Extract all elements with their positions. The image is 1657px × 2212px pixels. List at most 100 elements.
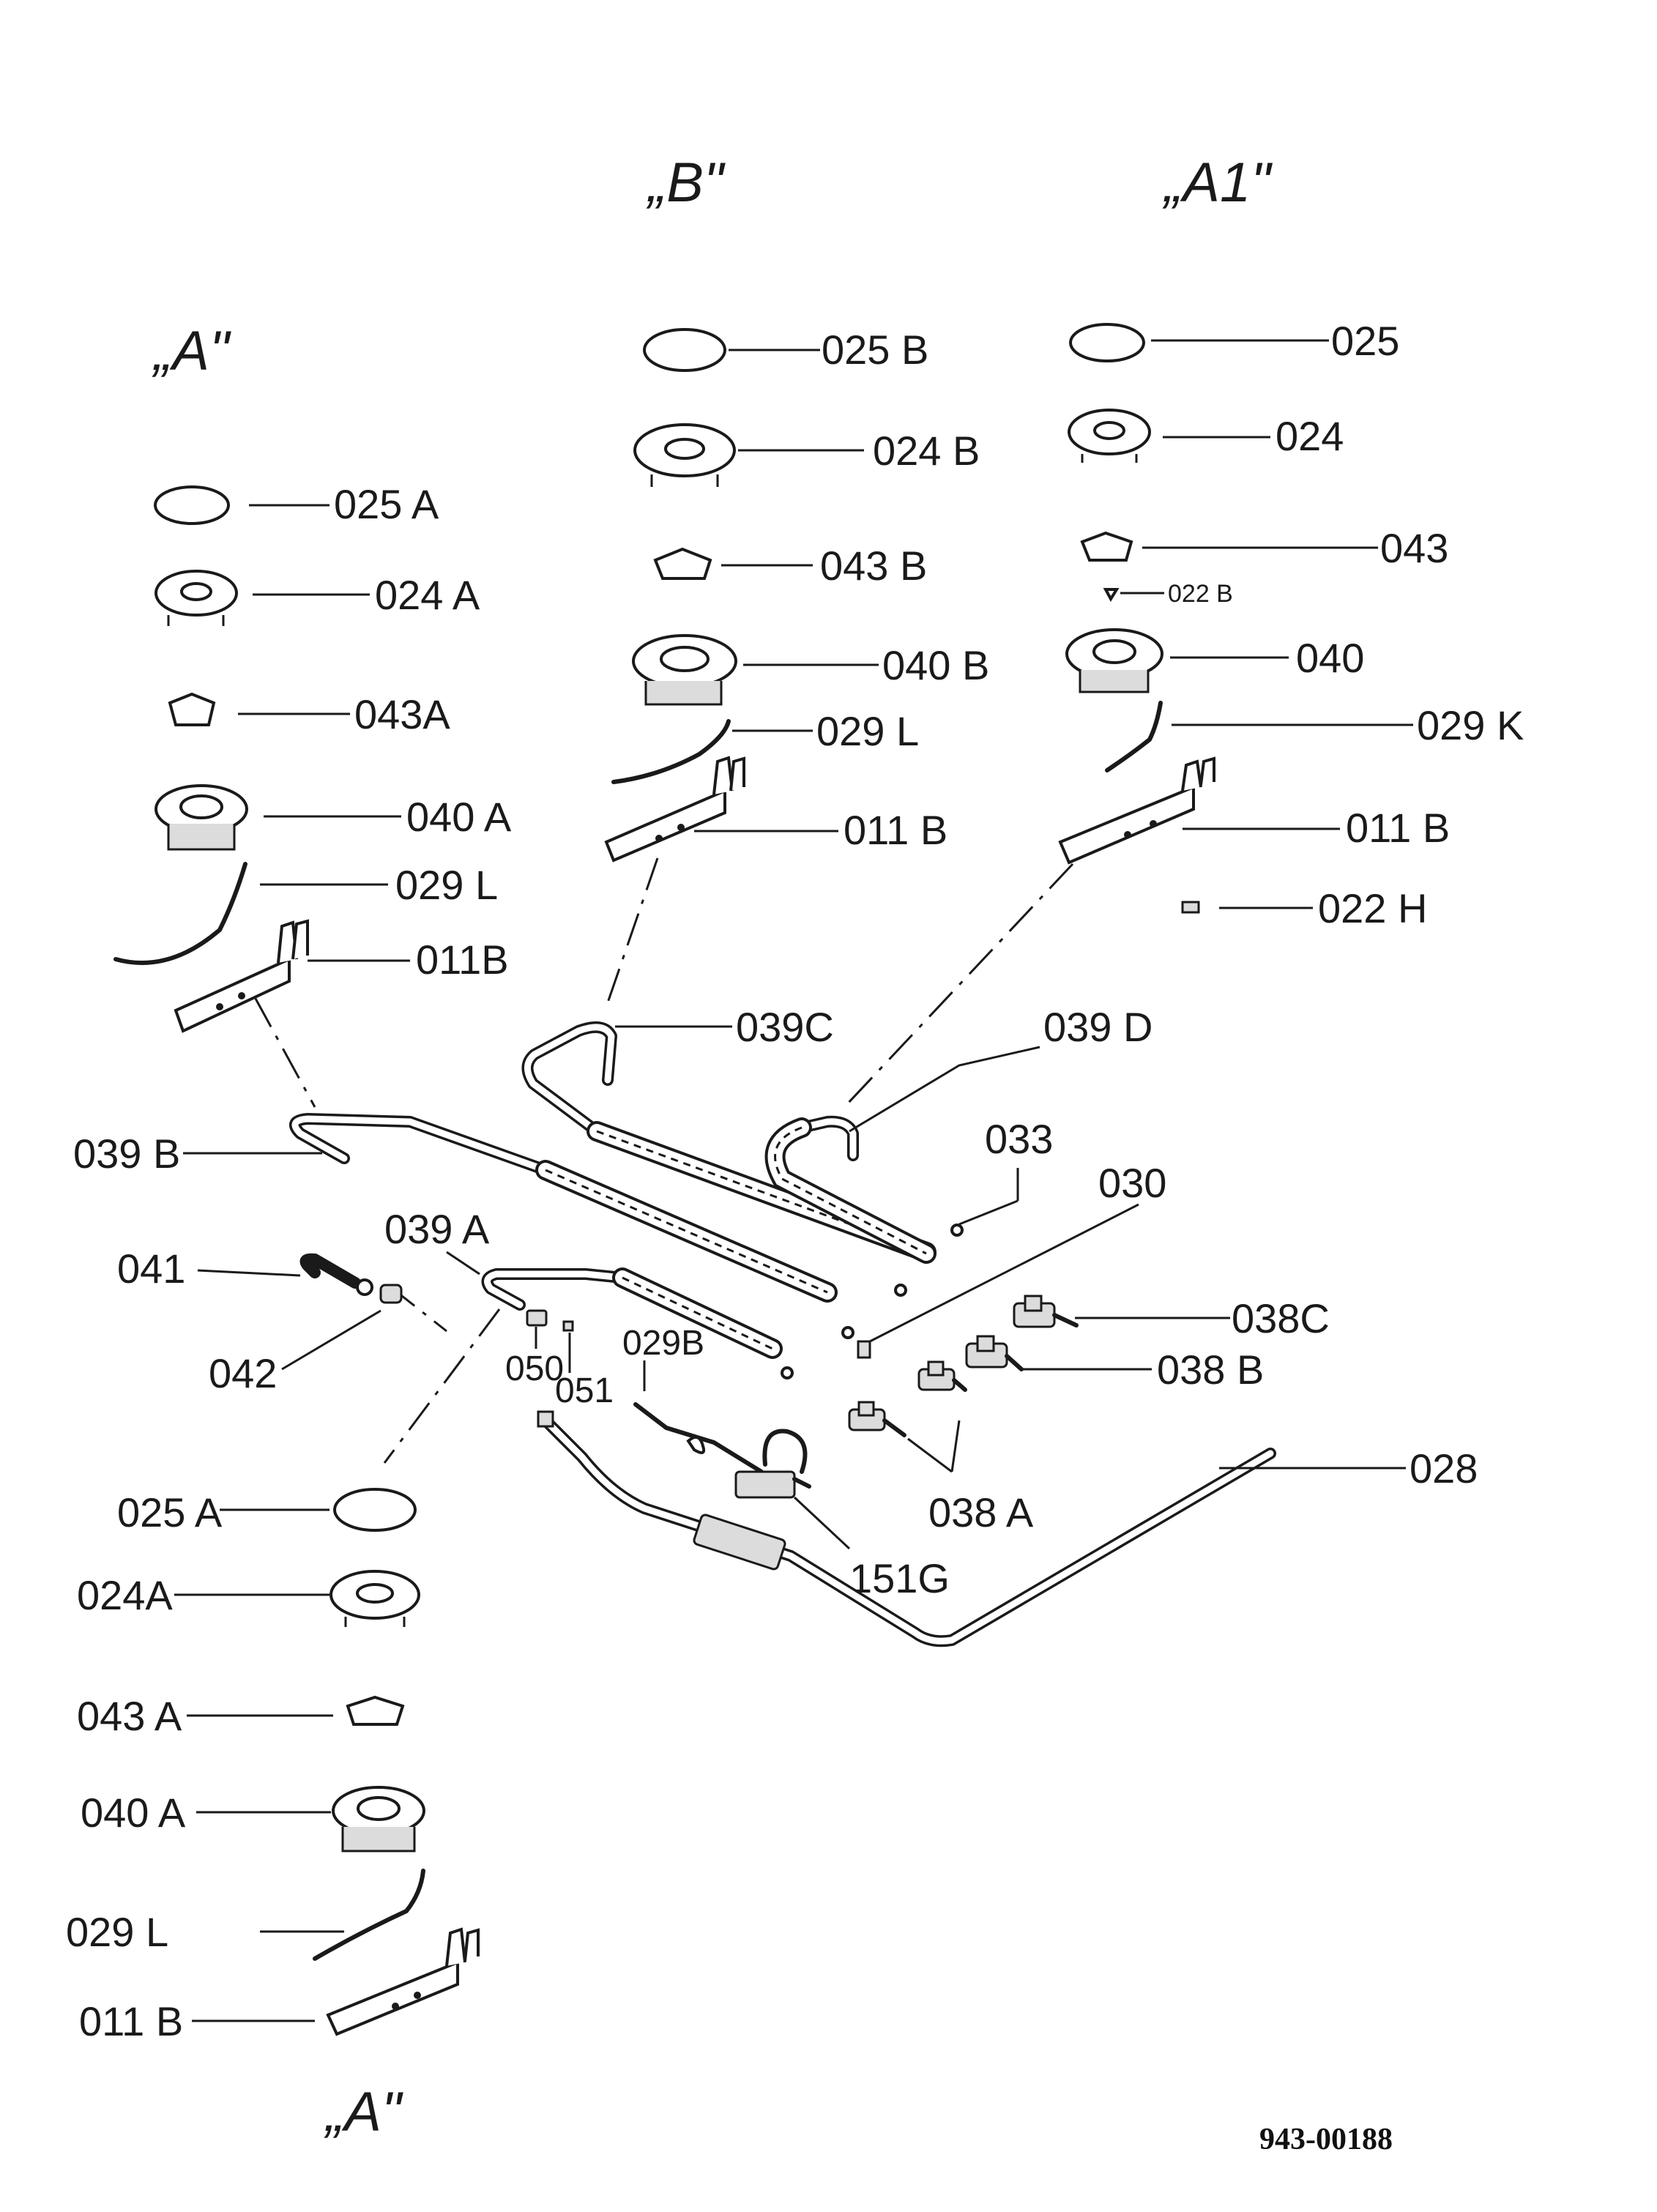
- sealing-ring-icon: [781, 1224, 964, 1379]
- label-038c: 038C: [1232, 1295, 1330, 1341]
- clip-icon: [857, 1340, 871, 1359]
- label-043: 043: [1380, 525, 1448, 571]
- nozzle-small-icon: [562, 1320, 574, 1332]
- assembly-line: [844, 863, 1074, 1107]
- screw-icon: [1181, 901, 1200, 914]
- label-025: 025: [1331, 318, 1399, 364]
- group-a-top: 025 A 024 A 043A 040 A 029 L 011B: [113, 481, 512, 1033]
- burner-cap-icon: [1069, 323, 1145, 362]
- burner-cap-icon: [643, 328, 726, 372]
- gas-manifold-028: [537, 1410, 1276, 1647]
- label-042: 042: [209, 1350, 277, 1396]
- assembly-line: [383, 1308, 501, 1464]
- assembly-line: [605, 857, 659, 1008]
- thermocouple-icon: [313, 1869, 425, 1961]
- burner-bracket-icon: [604, 756, 745, 863]
- gas-tap-038c: [1013, 1295, 1079, 1328]
- label-024a-bottom: 024A: [77, 1572, 173, 1618]
- label-029l-top: 029 L: [395, 862, 498, 908]
- label-040b: 040 B: [882, 642, 989, 688]
- label-025a-top: 025 A: [334, 481, 439, 527]
- label-041: 041: [117, 1245, 185, 1292]
- fitting-icon: [379, 1284, 403, 1304]
- flame-spreader-icon: [1080, 531, 1133, 562]
- label-029b: 029B: [622, 1324, 704, 1363]
- label-040: 040: [1296, 635, 1364, 681]
- label-024: 024: [1276, 413, 1344, 459]
- flame-spreader-icon: [653, 547, 712, 580]
- thermocouple-icon: [611, 719, 731, 784]
- label-151g: 151G: [849, 1555, 950, 1601]
- document-number: 943-00188: [1259, 2123, 1393, 2156]
- label-029k: 029 K: [1417, 702, 1524, 748]
- burner-bracket-icon: [1058, 756, 1215, 865]
- pipe-elbow-icon: [299, 1253, 361, 1289]
- gas-tube-039a: [481, 1267, 783, 1359]
- label-011b-top: 011B: [416, 936, 509, 983]
- label-040a-bottom: 040 A: [81, 1790, 186, 1836]
- label-022b: 022 B: [1168, 580, 1233, 608]
- group-b: 025 B 024 B 043 B 040 B 029 L 011 B: [604, 327, 989, 863]
- ignition-switch-icon: [734, 1470, 811, 1499]
- label-029l-bottom: 029 L: [66, 1909, 168, 1955]
- label-039a: 039 A: [384, 1206, 490, 1252]
- label-025b: 025 B: [822, 327, 928, 373]
- label-028: 028: [1410, 1445, 1478, 1492]
- thermocouple-icon: [113, 862, 247, 965]
- group-a1: 025 024 043 022 B 040 029 K: [1058, 318, 1524, 931]
- label-039b: 039 B: [73, 1131, 180, 1177]
- label-039d: 039 D: [1043, 1004, 1153, 1050]
- label-051: 051: [555, 1371, 614, 1410]
- label-038b: 038 B: [1157, 1347, 1264, 1393]
- burner-bracket-icon: [326, 1927, 480, 2036]
- label-039c: 039C: [736, 1004, 834, 1050]
- gas-tap-038b: [965, 1335, 1024, 1371]
- burner-crown-icon: [154, 570, 238, 626]
- nut-icon: [356, 1278, 373, 1296]
- burner-crown-icon: [633, 423, 736, 487]
- burner-crown-icon: [1068, 409, 1151, 463]
- burner-body-icon: [1065, 628, 1163, 693]
- group-header-b: „B": [646, 152, 726, 214]
- burner-crown-icon: [329, 1570, 420, 1627]
- gas-tap-038a: [848, 1360, 967, 1437]
- nozzle-icon: [526, 1309, 548, 1327]
- label-011b-right: 011 B: [1346, 805, 1450, 851]
- group-header-a-bottom: „A": [324, 2081, 403, 2143]
- label-011b-mid: 011 B: [844, 807, 947, 853]
- label-022h: 022 H: [1318, 885, 1427, 931]
- label-038a: 038 A: [928, 1489, 1034, 1535]
- group-header-a1: „A1": [1162, 152, 1273, 214]
- label-043a-bottom: 043 A: [77, 1693, 182, 1739]
- assembly-line: [253, 997, 316, 1108]
- burner-body-icon: [332, 1786, 425, 1852]
- label-024b: 024 B: [873, 428, 980, 474]
- label-011b-bottom: 011 B: [79, 1998, 183, 2044]
- flame-spreader-icon: [168, 692, 216, 726]
- group-a-bottom: 025 A 024A 043 A 040 A 029 L 011 B: [66, 1488, 480, 2044]
- ignition-wire-icon: [633, 1402, 764, 1474]
- burner-cap-icon: [333, 1488, 417, 1532]
- group-header-a-top: „A": [152, 320, 231, 382]
- burner-cap-icon: [154, 485, 230, 525]
- gas-tube-039d: [764, 1115, 937, 1264]
- burner-bracket-icon: [174, 919, 309, 1033]
- flame-spreader-icon: [346, 1695, 405, 1726]
- label-040a-top: 040 A: [406, 794, 512, 840]
- label-043b: 043 B: [820, 543, 927, 589]
- spring-coil-icon: [686, 1435, 706, 1454]
- label-029l-mid: 029 L: [816, 708, 919, 754]
- thermocouple-loop-icon: [762, 1429, 808, 1474]
- burner-body-icon: [154, 784, 248, 851]
- label-024a-top: 024 A: [375, 572, 480, 618]
- label-043a-top: 043A: [354, 691, 450, 737]
- label-025a-bottom: 025 A: [117, 1489, 223, 1535]
- label-033: 033: [985, 1116, 1053, 1162]
- label-050: 050: [505, 1349, 564, 1388]
- thermocouple-icon: [1105, 701, 1163, 772]
- screw-icon: [1103, 588, 1120, 603]
- gas-tube-039b: [289, 1113, 838, 1303]
- label-030: 030: [1098, 1160, 1166, 1206]
- burner-body-icon: [632, 634, 737, 706]
